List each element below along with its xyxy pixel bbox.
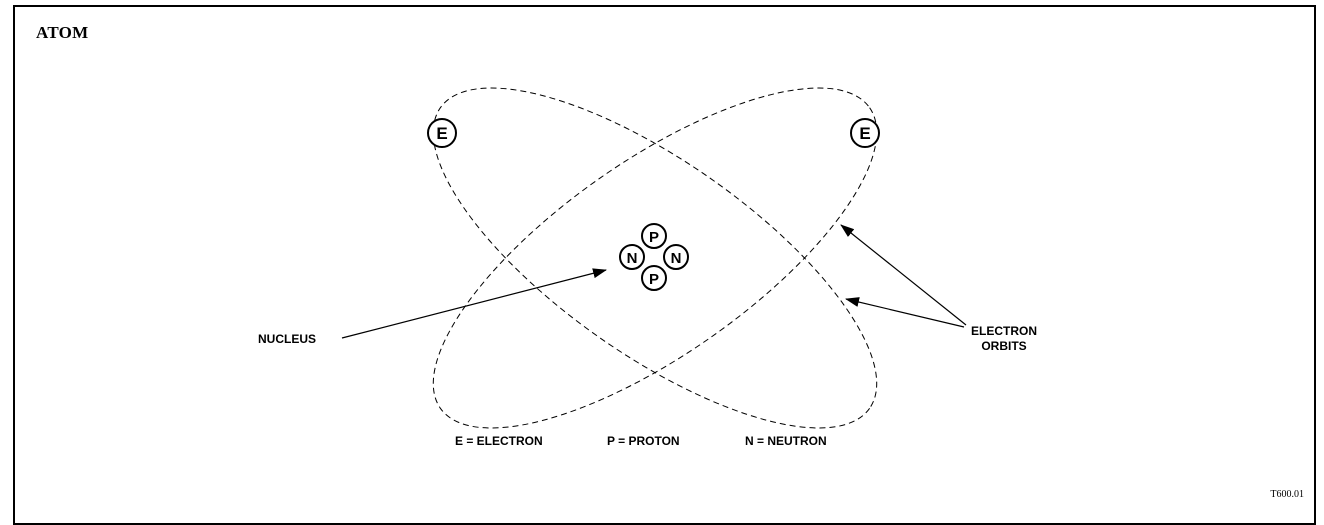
orbit-arrow-lower	[845, 297, 965, 328]
nucleus-label: NUCLEUS	[258, 332, 316, 346]
atom-diagram: E E P P N N NUCLEUS ELECTRON ORBITS E = …	[258, 87, 1037, 448]
electron-right: E	[850, 118, 880, 148]
proton-top-label: P	[649, 229, 659, 246]
electron-left-label: E	[436, 124, 447, 143]
electron-right-label: E	[859, 124, 870, 143]
electron-orbit-1	[432, 87, 878, 429]
nucleus: P P N N	[619, 223, 689, 291]
electron-orbit-2	[432, 87, 878, 429]
neutron-right-label: N	[671, 250, 682, 267]
orbits-label-line2: ORBITS	[981, 339, 1026, 353]
neutron-left-label: N	[627, 250, 638, 267]
nucleus-arrow	[341, 268, 607, 339]
reference-code: T600.01	[1270, 489, 1304, 500]
proton-bottom	[641, 265, 667, 291]
diagram-title: ATOM	[36, 23, 89, 42]
neutron-right	[663, 244, 689, 270]
proton-bottom-label: P	[649, 271, 659, 288]
neutron-left	[619, 244, 645, 270]
legend-neutron: N = NEUTRON	[745, 434, 827, 448]
orbits-label-line1: ELECTRON	[971, 324, 1037, 338]
electron-left: E	[427, 118, 457, 148]
legend-proton: P = PROTON	[607, 434, 680, 448]
proton-top	[641, 223, 667, 249]
diagram-frame	[13, 5, 1316, 525]
legend-electron: E = ELECTRON	[455, 434, 543, 448]
orbit-arrow-upper	[840, 224, 967, 326]
